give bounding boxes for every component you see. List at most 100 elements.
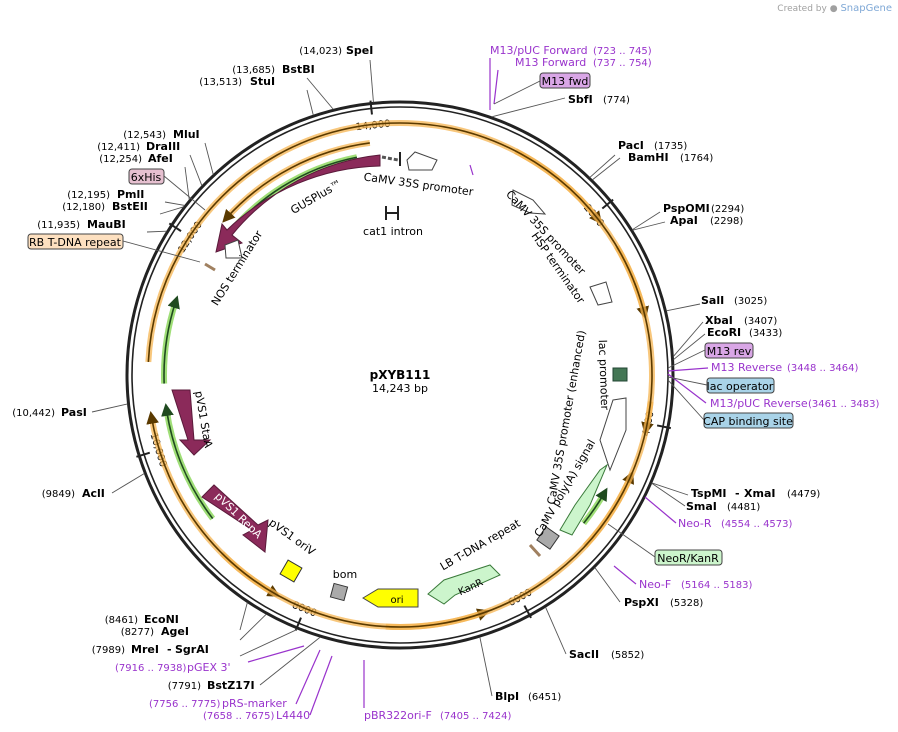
enzyme-name[interactable]: AgeI [161, 625, 189, 638]
enzyme-name[interactable]: BstEII [112, 200, 148, 213]
ori-label: ori [390, 595, 403, 606]
enzyme-name[interactable]: StuI [250, 75, 275, 88]
orf-arrow[interactable] [222, 142, 370, 223]
primer-range: (7756 .. 7775) [149, 699, 221, 710]
pvs1-repa-arrow[interactable] [201, 484, 269, 553]
kanr-arrow[interactable] [427, 564, 501, 605]
hsp-terminator-arrow[interactable] [589, 281, 613, 306]
enzyme-leader-line [164, 201, 185, 206]
orf-arrow[interactable] [163, 295, 180, 384]
cap-binding-site-box[interactable] [703, 412, 794, 429]
primer-name[interactable]: Neo-R [678, 517, 712, 530]
lac-operator-box[interactable] [706, 377, 775, 394]
camv-35s-promoter-arrow-1[interactable] [406, 151, 438, 171]
rb-tdna-repeat-box[interactable] [27, 233, 124, 250]
enzyme-pos: (9849) [42, 489, 75, 500]
neor-kanr-box[interactable] [654, 549, 723, 566]
camv-polya-signal-arrow[interactable] [559, 463, 609, 536]
enzyme-name[interactable]: PmlI [117, 188, 144, 201]
enzyme-pos: (5852) [611, 650, 644, 661]
enzyme-leader-line [632, 211, 661, 231]
enzyme-leader-line [159, 206, 184, 215]
enzyme-pos: (1764) [680, 153, 713, 164]
enzyme-name[interactable]: PspOMI [663, 202, 710, 215]
enzyme-pos: (7989) [92, 645, 125, 656]
enzyme-name[interactable]: TspMI [691, 487, 727, 500]
enzyme-leader-line [369, 59, 374, 103]
enzyme-leader-line [204, 142, 214, 175]
pvs1-oriv-block[interactable] [279, 559, 303, 583]
primer-name[interactable]: M13 Reverse [711, 361, 782, 374]
enzyme-name[interactable]: ApaI [670, 214, 698, 227]
primer-name[interactable]: M13/pUC Reverse [710, 397, 808, 410]
enzyme-name[interactable]: EcoNI [144, 613, 179, 626]
enzyme-name[interactable]: EcoRI [707, 326, 741, 339]
enzyme-name[interactable]: BlpI [495, 690, 519, 703]
primer-name[interactable]: pBR322ori-F [364, 709, 432, 722]
primer-name[interactable]: pGEX 3' [187, 661, 231, 674]
m13-fwd-box[interactable] [539, 72, 591, 89]
camv-35s-enhanced-promoter-arrow[interactable] [599, 397, 627, 472]
enzyme-name[interactable]: BstZ17I [207, 679, 255, 692]
enzyme-name[interactable]: MauBI [87, 218, 126, 231]
enzyme-name[interactable]: MreI [131, 643, 159, 656]
primer-name[interactable]: M13/pUC Forward [490, 44, 588, 57]
primer-name[interactable]: M13 Forward [515, 56, 586, 69]
enzyme-name[interactable]: SmaI [686, 500, 717, 513]
enzyme-leader-line [673, 321, 704, 357]
enzyme-pos: (3025) [734, 296, 767, 307]
enzyme-labels: (14,023) SpeI (13,685) BstBI (13,513) St… [12, 44, 820, 703]
enzyme-pos: (1735) [654, 141, 687, 152]
enzyme-name[interactable]: SgrAI [175, 643, 209, 656]
enzyme-name[interactable]: SbfI [568, 93, 593, 106]
enzyme-name[interactable]: SalI [701, 294, 724, 307]
orf-arrow[interactable] [161, 403, 214, 520]
primer-range: (7916 .. 7938) [115, 663, 187, 674]
enzyme-name[interactable]: AclI [82, 487, 105, 500]
enzyme-name[interactable]: PasI [61, 406, 87, 419]
primer-name[interactable]: pRS-marker [222, 697, 287, 710]
orf-arrows [145, 120, 655, 630]
enzyme-leader-line [189, 154, 203, 186]
enzyme-pos: (10,442) [12, 408, 55, 419]
tick-mark [523, 605, 532, 619]
enzyme-pos: (4479) [787, 489, 820, 500]
pvs1-staa-arrow[interactable] [171, 389, 212, 456]
lb-tdna-marker[interactable] [536, 526, 560, 550]
cat1-intron-marker[interactable] [385, 206, 399, 220]
enzyme-name[interactable]: AfeI [148, 152, 173, 165]
enzyme-leader-line [91, 403, 128, 413]
lac-promoter-label: lac promoter [596, 339, 611, 410]
enzyme-leader-line [146, 230, 167, 233]
box-leaders [122, 80, 708, 558]
enzyme-name: - [167, 643, 172, 656]
nos-terminator-arrow[interactable] [224, 239, 243, 259]
enzyme-pos: (11,935) [37, 220, 80, 231]
enzyme-name[interactable]: SacII [569, 648, 599, 661]
enzyme-name[interactable]: BamHI [628, 151, 669, 164]
primer-range: (7658 .. 7675) [203, 711, 275, 722]
enzyme-pos: (4481) [727, 502, 760, 513]
enzyme-name[interactable]: XmaI [744, 487, 775, 500]
enzyme-leader-line [589, 154, 616, 178]
primer-name[interactable]: L4440 [276, 709, 310, 722]
camv-35s-promoter-arrow-2[interactable] [511, 189, 547, 215]
lb-tdna-repeat-mark [528, 543, 542, 558]
orf-arrow[interactable] [146, 122, 653, 628]
enzyme-pos: (12,254) [99, 154, 142, 165]
enzyme-pos: (13,513) [199, 77, 242, 88]
backbone-outer-strand [125, 100, 675, 650]
enzyme-name[interactable]: PspXI [624, 596, 659, 609]
enzyme-name[interactable]: BstBI [282, 63, 315, 76]
orf-arrow[interactable] [583, 487, 608, 524]
enzyme-leaders [91, 59, 706, 697]
enzyme-name[interactable]: SpeI [346, 44, 373, 57]
enzyme-name[interactable]: DraIII [146, 140, 180, 153]
enzyme-name[interactable]: MluI [173, 128, 200, 141]
bom-block[interactable] [329, 582, 349, 602]
primer-name[interactable]: Neo-F [639, 578, 671, 591]
enzyme-name[interactable]: PacI [618, 139, 644, 152]
enzyme-name[interactable]: XbaI [705, 314, 733, 327]
ori-arrow[interactable] [362, 588, 419, 608]
enzyme-pos: (6451) [528, 692, 561, 703]
